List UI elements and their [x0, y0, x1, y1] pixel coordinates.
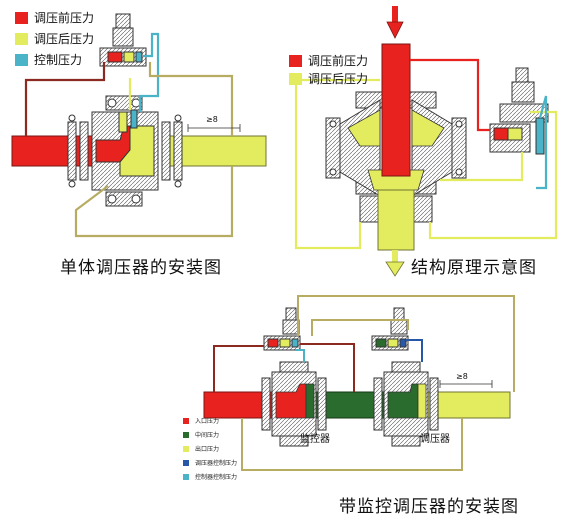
monitor-regulator-diagram — [203, 295, 515, 471]
monitor-label: 监控器 — [300, 434, 330, 445]
legend-label: 控制器控制压力 — [195, 474, 238, 481]
legend-label: 出口压力 — [195, 446, 220, 453]
dimension-label: ≥8 — [206, 115, 218, 124]
legend-item-intermediate: 中间压力 — [183, 430, 219, 439]
central-inlet-pipe — [381, 43, 411, 177]
legend-swatch-blue — [183, 459, 189, 466]
regulator-label: 调压器 — [420, 434, 450, 445]
legend-label: 入口压力 — [195, 418, 220, 425]
structure-principle-diagram — [294, 6, 558, 277]
legend-swatch-red — [183, 417, 189, 424]
legend-swatch-cyan — [183, 473, 189, 480]
inlet-arrow — [386, 21, 404, 39]
legend-item-control: 控制压力 — [15, 51, 82, 68]
legend-label: 调压后压力 — [34, 32, 95, 46]
caption-monitor-regulator: 带监控调压器的安装图 — [339, 497, 519, 517]
legend-swatch-yellow — [15, 32, 28, 45]
legend-item-upstream: 调压前压力 — [15, 9, 94, 26]
legend-label: 调压器控制压力 — [195, 460, 238, 467]
legend-item-upstream: 调压前压力 — [289, 52, 368, 69]
caption-structure-principle: 结构原理示意图 — [411, 258, 537, 278]
legend-item-downstream: 调压后压力 — [289, 70, 368, 87]
legend-item-monitor-control: 控制器控制压力 — [183, 472, 237, 481]
legend-swatch-yellow — [289, 72, 302, 85]
outlet-pipe-down — [377, 189, 415, 251]
legend-item-regulator-control: 调压器控制压力 — [183, 458, 237, 467]
legend-label: 中间压力 — [195, 432, 220, 439]
outlet-pipe — [167, 135, 267, 167]
legend-swatch-red — [15, 11, 28, 24]
legend-swatch-red — [289, 54, 302, 67]
legend-item-inlet: 入口压力 — [183, 416, 219, 425]
dimension-label: ≥8 — [456, 372, 468, 381]
caption-single-regulator: 单体调压器的安装图 — [60, 258, 222, 278]
legend-item-downstream: 调压后压力 — [15, 30, 94, 47]
single-regulator-diagram — [11, 13, 267, 238]
legend-item-outlet: 出口压力 — [183, 444, 219, 453]
legend-swatch-cyan — [15, 53, 28, 66]
outlet-arrow — [385, 261, 405, 277]
legend-swatch-yellow — [183, 445, 189, 452]
legend-label: 调压前压力 — [34, 11, 95, 25]
legend-label: 调压前压力 — [308, 54, 369, 68]
legend-label: 控制压力 — [34, 53, 83, 67]
legend-label: 调压后压力 — [308, 72, 369, 86]
legend-swatch-green — [183, 431, 189, 438]
